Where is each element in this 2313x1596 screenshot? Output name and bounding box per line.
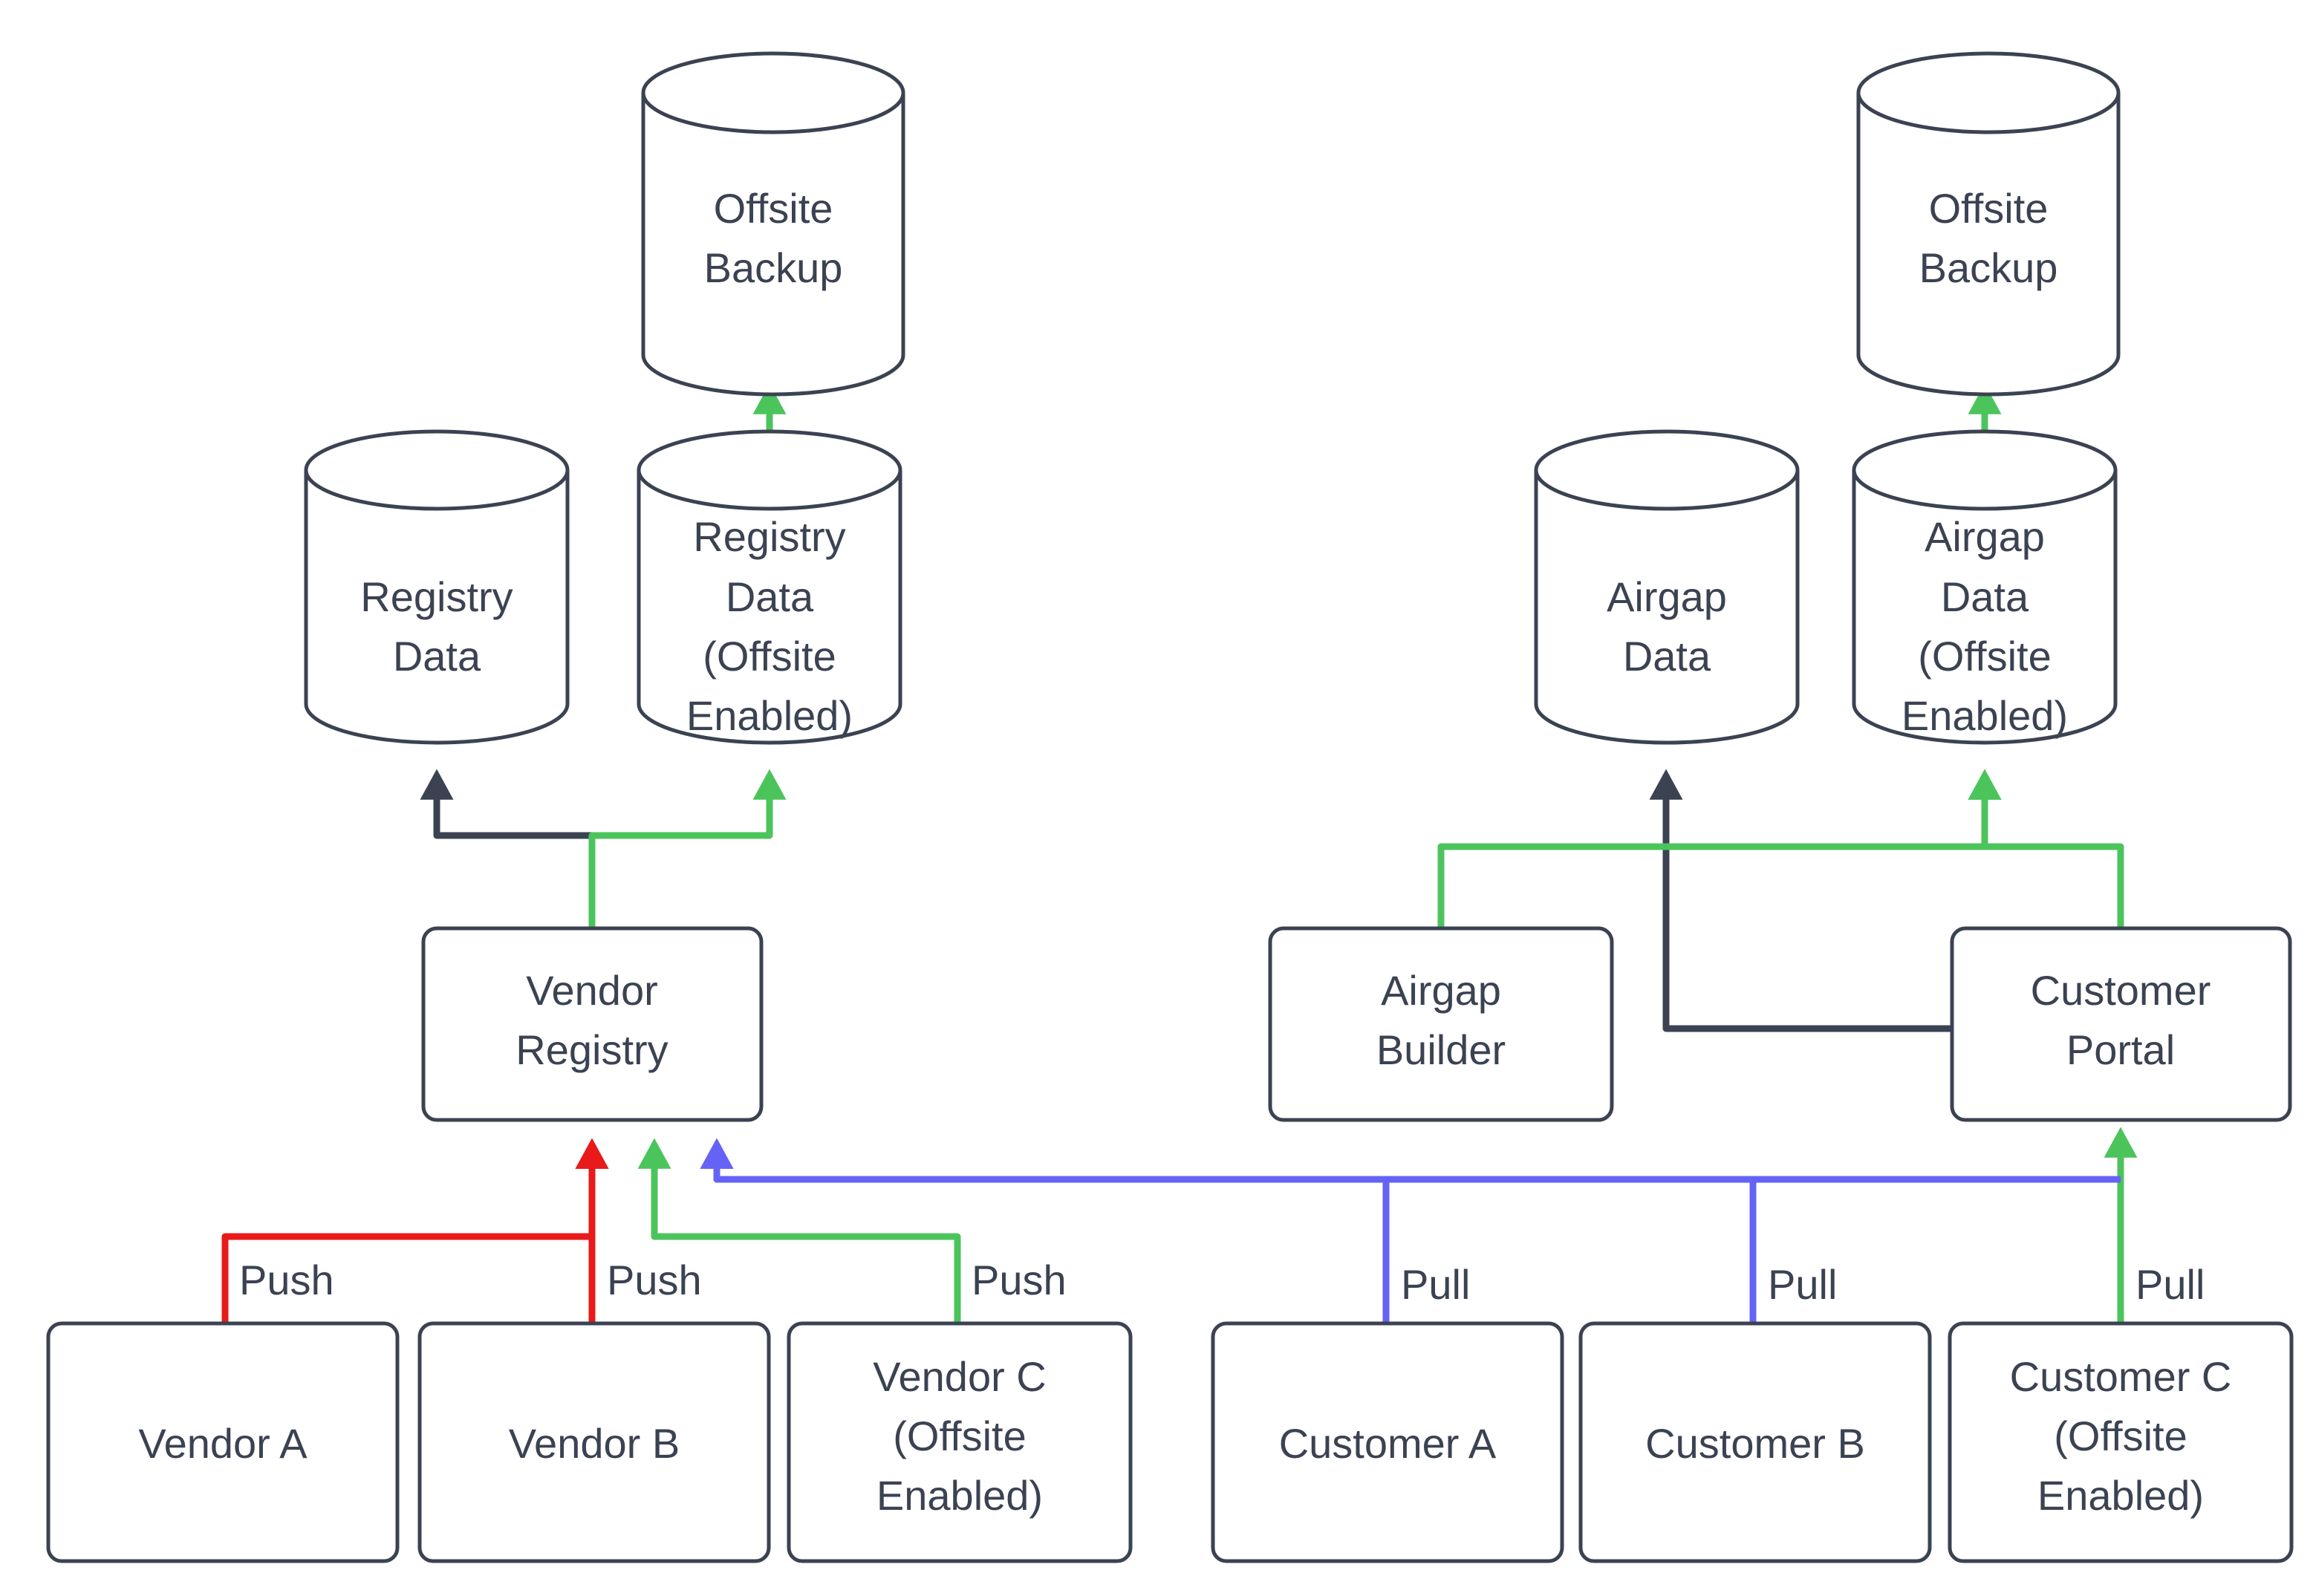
customer-c-label-line1: Customer C (2010, 1353, 2232, 1400)
edge-customer-portal-to-airgap-data (1649, 769, 1952, 1032)
airgap-builder-label-line1: Airgap (1381, 967, 1501, 1014)
registry-data-label-line2: Data (393, 633, 481, 680)
edge-customer-portal-to-airgap-data-offsite (1968, 769, 2124, 928)
vendor-c-label-line2: (Offsite (893, 1413, 1026, 1459)
edge-label-pull-a: Pull (1401, 1261, 1470, 1308)
edge-label-pull-c: Pull (2135, 1261, 2205, 1308)
edge-vendor-registry-to-registry-data-offsite (588, 769, 787, 928)
node-airgap-builder[interactable]: Airgap Builder (1268, 926, 1614, 1122)
registry-data-cylinder-body (304, 470, 570, 745)
node-customer-c[interactable]: Customer C (Offsite Enabled) (1948, 1321, 2294, 1563)
offsite-backup-right-label-line1: Offsite (1929, 185, 2049, 232)
vendor-c-label-line3: Enabled) (876, 1472, 1043, 1519)
registry-data-label-line1: Registry (360, 573, 513, 620)
node-customer-b[interactable]: Customer B (1578, 1321, 1932, 1563)
vendor-b-label: Vendor B (509, 1420, 680, 1467)
airgap-data-offsite-cylinder-body (1852, 470, 2118, 745)
customer-c-box (1948, 1321, 2294, 1563)
airgap-data-cylinder-body (1534, 470, 1800, 745)
vendor-c-label-line1: Vendor C (873, 1353, 1047, 1400)
node-vendor-a[interactable]: Vendor A (46, 1321, 400, 1563)
customer-c-label-line3: Enabled) (2037, 1472, 2204, 1519)
registry-data-offsite-label-line2: Data (726, 573, 814, 620)
node-vendor-registry[interactable]: Vendor Registry (421, 926, 764, 1122)
airgap-data-label-line2: Data (1623, 633, 1711, 680)
airgap-data-offsite-label-line3: (Offsite (1918, 633, 2051, 680)
offsite-backup-right-cylinder-top (1856, 51, 2121, 134)
customer-portal-label-line2: Portal (2066, 1026, 2175, 1073)
customer-portal-label-line1: Customer (2031, 967, 2211, 1014)
airgap-data-cylinder-top (1534, 429, 1800, 511)
offsite-backup-right-label-line2: Backup (1919, 244, 2058, 291)
node-customer-portal[interactable]: Customer Portal (1950, 926, 2292, 1122)
vendor-registry-label-line2: Registry (515, 1026, 668, 1073)
offsite-backup-right-cylinder-body (1856, 93, 2121, 397)
customer-c-label-line2: (Offsite (2054, 1413, 2187, 1459)
customer-a-label: Customer A (1279, 1420, 1497, 1467)
registry-data-offsite-cylinder-body (637, 470, 902, 745)
edge-vendor-registry-to-registry-data (420, 769, 596, 928)
edge-vendor-c-to-vendor-registry (637, 1138, 961, 1323)
offsite-backup-left-label-line1: Offsite (714, 185, 833, 232)
edge-customer-b-to-vendor-registry (700, 1138, 1757, 1323)
node-registry-data[interactable]: Registry Data (304, 429, 570, 745)
customer-a-box (1211, 1321, 1564, 1563)
airgap-data-offsite-label-line1: Airgap (1925, 513, 2045, 560)
airgap-data-offsite-cylinder-top (1852, 429, 2118, 511)
airgap-builder-label-line2: Builder (1376, 1026, 1506, 1073)
airgap-data-offsite-label-line2: Data (1941, 573, 2029, 620)
vendor-a-label: Vendor A (138, 1420, 308, 1467)
edge-label-push-b: Push (607, 1257, 702, 1303)
vendor-c-box (787, 1321, 1133, 1563)
edge-airgap-builder-to-airgap-data-offsite (1437, 769, 2002, 928)
registry-data-offsite-label-line1: Registry (693, 513, 845, 560)
customer-b-label: Customer B (1645, 1420, 1865, 1467)
node-offsite-backup-left[interactable]: Offsite Backup (641, 51, 905, 397)
vendor-registry-label-line1: Vendor (526, 967, 658, 1014)
edge-label-push-c: Push (972, 1257, 1067, 1303)
registry-data-offsite-cylinder-top (637, 429, 902, 511)
node-registry-data-offsite[interactable]: Registry Data (Offsite Enabled) (637, 429, 902, 745)
node-airgap-data[interactable]: Airgap Data (1534, 429, 1800, 745)
node-vendor-c[interactable]: Vendor C (Offsite Enabled) (787, 1321, 1133, 1563)
offsite-backup-left-cylinder-body (641, 93, 905, 397)
airgap-data-offsite-label-line4: Enabled) (1902, 692, 2068, 739)
registry-data-offsite-label-line4: Enabled) (686, 692, 853, 739)
offsite-backup-left-label-line2: Backup (704, 244, 843, 291)
vendor-registry-box (421, 926, 764, 1122)
edge-label-pull-b: Pull (1768, 1261, 1837, 1308)
registry-data-offsite-label-line3: (Offsite (703, 633, 836, 680)
edge-label-push-a: Push (239, 1257, 334, 1303)
node-offsite-backup-right[interactable]: Offsite Backup (1856, 51, 2121, 397)
offsite-backup-left-cylinder-top (641, 51, 905, 134)
registry-data-cylinder-top (304, 429, 570, 511)
airgap-data-label-line1: Airgap (1607, 573, 1727, 620)
vendor-a-box (46, 1321, 400, 1563)
customer-b-box (1578, 1321, 1932, 1563)
airgap-builder-box (1268, 926, 1614, 1122)
node-vendor-b[interactable]: Vendor B (417, 1321, 771, 1563)
vendor-b-box (417, 1321, 771, 1563)
node-airgap-data-offsite[interactable]: Airgap Data (Offsite Enabled) (1852, 429, 2118, 745)
customer-portal-box (1950, 926, 2292, 1122)
node-customer-a[interactable]: Customer A (1211, 1321, 1564, 1563)
